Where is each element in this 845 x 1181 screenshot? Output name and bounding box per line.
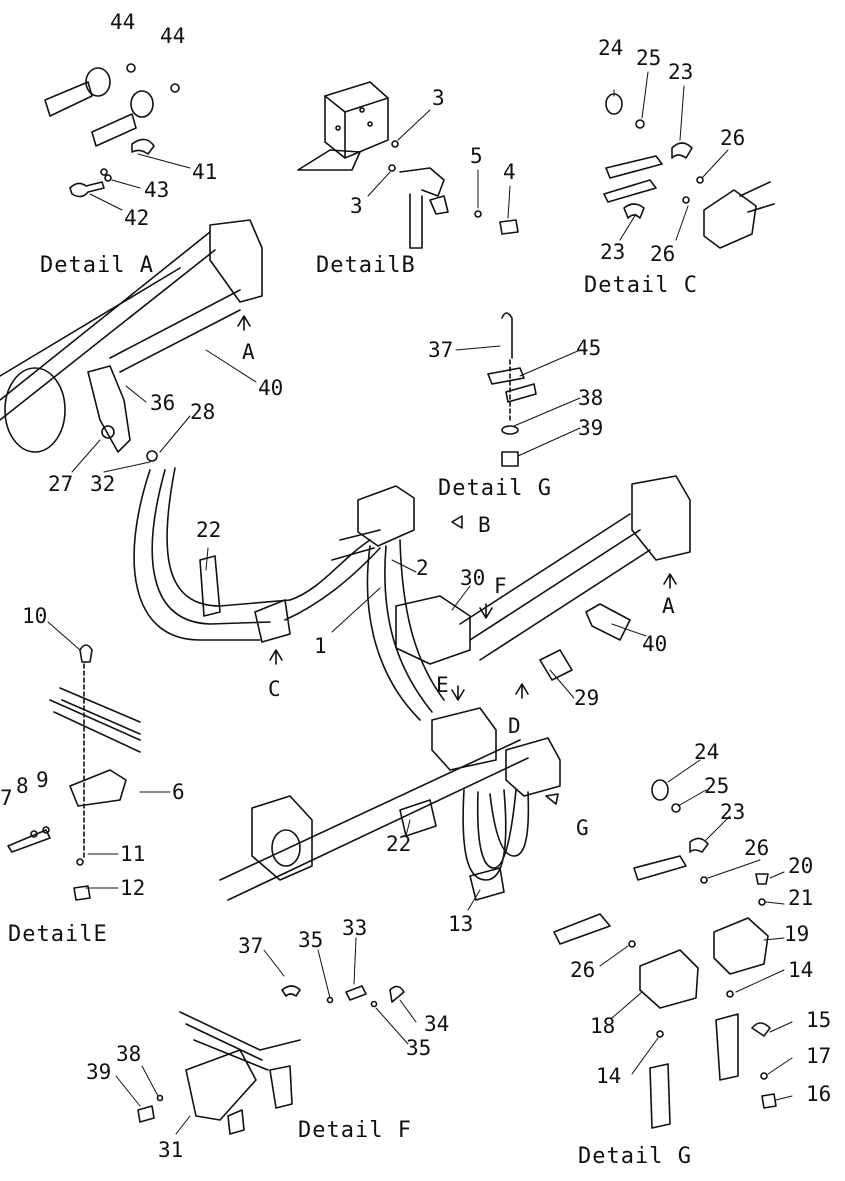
caption-detail-b: DetailB (316, 253, 416, 278)
part-number: 31 (158, 1138, 184, 1162)
part-number: 14 (788, 958, 814, 982)
caption-detail-a: Detail A (40, 253, 154, 278)
part-number: 21 (788, 886, 814, 910)
part-number: 26 (570, 958, 596, 982)
part-number: 41 (192, 160, 218, 184)
part-number: 1 (314, 634, 327, 658)
part-number: 30 (460, 566, 486, 590)
part-number: 26 (744, 836, 770, 860)
part-number: 35 (298, 928, 324, 952)
view-label-a-right: A (662, 594, 675, 618)
part-number: 37 (428, 338, 454, 362)
view-label-d: D (508, 714, 521, 738)
part-number: 38 (116, 1042, 142, 1066)
part-number: 40 (642, 632, 668, 656)
part-number: 32 (90, 472, 116, 496)
part-number: 38 (578, 386, 604, 410)
part-number: 39 (86, 1060, 112, 1084)
detail-b-drawing (297, 81, 519, 249)
part-number: 22 (196, 518, 222, 542)
caption-detail-c: Detail C (584, 273, 698, 298)
part-number: 27 (48, 472, 74, 496)
part-number: 19 (784, 922, 810, 946)
part-number: 14 (596, 1064, 622, 1088)
part-number: 11 (120, 842, 146, 866)
detail-e-drawing (7, 644, 141, 901)
part-number: 23 (720, 800, 746, 824)
part-number: 44 (110, 10, 136, 34)
part-number: 12 (120, 876, 146, 900)
caption-detail-e: DetailE (8, 922, 108, 947)
view-label-g: G (576, 816, 589, 840)
part-number: 24 (694, 740, 720, 764)
part-number: 44 (160, 24, 186, 48)
caption-detail-f: Detail F (298, 1118, 412, 1143)
view-label-e: E (436, 673, 449, 697)
part-number: 42 (124, 206, 150, 230)
part-number: 7 (0, 786, 13, 810)
part-number: 3 (350, 194, 363, 218)
part-number: 22 (386, 832, 412, 856)
view-label-f: F (494, 574, 507, 598)
part-number: 25 (704, 774, 730, 798)
part-number: 23 (600, 240, 626, 264)
part-number: 33 (342, 916, 368, 940)
part-number: 36 (150, 391, 176, 415)
caption-detail-g-upper: Detail G (438, 476, 552, 501)
view-label-c: C (268, 677, 281, 701)
part-number: 18 (590, 1014, 616, 1038)
part-number: 16 (806, 1082, 832, 1106)
part-number: 4 (503, 160, 516, 184)
part-number: 26 (720, 126, 746, 150)
part-number: 29 (574, 686, 600, 710)
part-number: 35 (406, 1036, 432, 1060)
part-number: 8 (16, 774, 29, 798)
part-number: 10 (22, 604, 48, 628)
part-number: 9 (36, 768, 49, 792)
view-label-b: B (478, 513, 491, 537)
part-number: 17 (806, 1044, 832, 1068)
part-number: 39 (578, 416, 604, 440)
caption-detail-g-lower: Detail G (578, 1144, 692, 1169)
part-number: 25 (636, 46, 662, 70)
leader-lines (47, 71, 793, 1135)
detail-c-drawing (603, 93, 775, 249)
part-number: 15 (806, 1008, 832, 1032)
part-number: 5 (470, 144, 483, 168)
detail-g-lower-drawing (553, 779, 777, 1129)
part-number: 3 (432, 86, 445, 110)
part-number: 13 (448, 912, 474, 936)
part-number: 45 (576, 336, 602, 360)
detail-a-drawing (44, 63, 180, 198)
detail-f-drawing (137, 985, 405, 1135)
part-number: 28 (190, 400, 216, 424)
main-assembly-drawing (0, 219, 691, 901)
part-number: 6 (172, 780, 185, 804)
part-number: 34 (424, 1012, 450, 1036)
part-number: 20 (788, 854, 814, 878)
part-number: 40 (258, 376, 284, 400)
detail-g-upper-drawing (487, 312, 537, 467)
part-number: 24 (598, 36, 624, 60)
part-number: 26 (650, 242, 676, 266)
part-number: 2 (416, 556, 429, 580)
part-number: 23 (668, 60, 694, 84)
part-number: 37 (238, 934, 264, 958)
part-number: 43 (144, 178, 170, 202)
view-label-a-left: A (242, 340, 255, 364)
